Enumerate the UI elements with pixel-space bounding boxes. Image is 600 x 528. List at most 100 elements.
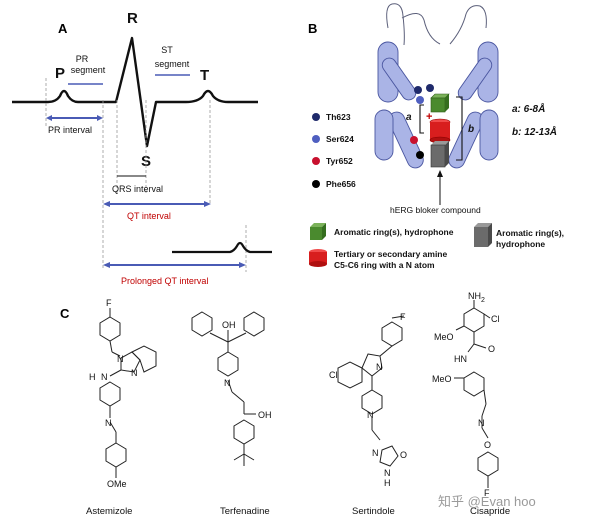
terfenadine-OH2: OH	[258, 410, 272, 420]
st-segment-line2: segment	[155, 59, 190, 69]
legend-dot-tyr652	[312, 157, 320, 165]
cisapride-Cl: Cl	[491, 314, 500, 324]
qrs-interval-label: QRS interval	[112, 184, 163, 194]
cisapride-MeO1: MeO	[434, 332, 454, 342]
sertindole-H: H	[384, 478, 391, 488]
ecg-t-label: T	[200, 67, 209, 84]
distance-a: a: 6-8Å	[512, 102, 545, 115]
legend-phe656: Phe656	[326, 179, 356, 189]
bracket-b-label: b	[468, 124, 474, 135]
plus-sign: +	[426, 111, 432, 123]
sertindole-name: Sertindole	[352, 506, 395, 517]
astemizole-NH: N	[101, 372, 108, 382]
prolonged-arrowhead-right	[239, 262, 246, 268]
panel-c-label: C	[60, 306, 70, 321]
panel-a: A P R S T PR segment ST segment PR inter…	[12, 10, 272, 286]
shape-legend: Aromatic ring(s), hydrophone Aromatic ri…	[309, 223, 564, 270]
legend-red-cylinder	[309, 252, 327, 264]
ecg-p-label: P	[55, 65, 65, 82]
bracket-b	[456, 96, 463, 161]
sertindole-F: F	[400, 312, 406, 322]
pr-arrowhead-right	[97, 115, 103, 121]
legend-gray-cube	[474, 227, 488, 247]
astemizole-structure	[99, 308, 157, 478]
legend-dot-ser624	[312, 135, 320, 143]
panel-a-label: A	[58, 21, 68, 36]
legend-gray-text-2: hydrophone	[496, 239, 545, 249]
astemizole-name: Astemizole	[86, 506, 132, 517]
qt-interval-label: QT interval	[127, 211, 171, 221]
bracket-a-label: a	[406, 112, 412, 123]
loop-right	[449, 5, 487, 45]
compound-label: hERG bloker compound	[390, 205, 481, 215]
panel-b: B	[308, 3, 564, 270]
astemizole-N1: N	[117, 354, 124, 364]
legend-ser624: Ser624	[326, 134, 354, 144]
ecg-guides	[45, 78, 247, 272]
pr-segment-line1: PR	[76, 54, 89, 64]
pr-interval-label: PR interval	[48, 125, 92, 135]
dot-phe656	[416, 151, 424, 159]
residue-legend: Th623 Ser624 Tyr652 Phe656	[312, 112, 356, 189]
qt-arrowhead-left	[103, 201, 110, 207]
terfenadine-N: N	[224, 378, 231, 388]
astemizole-N3: N	[105, 418, 112, 428]
legend-gray-text-1: Aromatic ring(s),	[496, 228, 564, 238]
helices	[374, 41, 499, 169]
cisapride-MeO2: MeO	[432, 374, 452, 384]
green-cube	[430, 97, 446, 113]
prolonged-t-wave	[172, 241, 272, 254]
red-cylinder	[430, 122, 450, 140]
loop-left	[386, 3, 405, 46]
sertindole-O: O	[400, 450, 407, 460]
terfenadine-name: Terfenadine	[220, 506, 270, 517]
sertindole-N4: N	[384, 468, 391, 478]
pr-arrowhead-left	[46, 115, 52, 121]
astemizole-F: F	[106, 298, 112, 308]
gray-cube	[430, 144, 446, 168]
legend-th623: Th623	[326, 112, 351, 122]
pr-segment-line2: segment	[71, 65, 106, 75]
qt-arrowhead-right	[204, 201, 211, 207]
cisapride-HN: HN	[454, 354, 467, 364]
helix-7	[448, 111, 484, 169]
bracket-a	[419, 104, 424, 134]
ecg-trace	[12, 36, 258, 148]
astemizole-N2: N	[131, 368, 138, 378]
astemizole-H: H	[89, 372, 96, 382]
prolonged-arrowhead-left	[103, 262, 110, 268]
sertindole-Cl: Cl	[329, 370, 338, 380]
prolonged-qt-label: Prolonged QT interval	[121, 276, 208, 286]
dot-th623-2	[426, 84, 434, 92]
sertindole-N1: N	[376, 362, 383, 372]
sertindole-N3: N	[372, 448, 379, 458]
cisapride-NH2: NH2	[468, 291, 485, 304]
helix-2	[381, 57, 417, 101]
compound-arrowhead	[437, 170, 443, 177]
sertindole-N2: N	[367, 410, 374, 420]
helix-4	[374, 109, 394, 161]
cisapride-F: F	[484, 488, 490, 498]
legend-dot-th623	[312, 113, 320, 121]
helix-6	[457, 57, 493, 101]
legend-green-cube	[310, 227, 322, 240]
panel-c: C F N N H N N OMe Astemizole	[60, 291, 536, 517]
legend-tyr652: Tyr652	[326, 156, 353, 166]
compound-blocks	[429, 93, 451, 168]
loop-left-2	[401, 13, 441, 45]
cisapride-N: N	[478, 418, 485, 428]
cisapride-name: Cisapride	[470, 506, 510, 517]
legend-green-text: Aromatic ring(s), hydrophone	[334, 227, 454, 237]
legend-dot-phe656	[312, 180, 320, 188]
distance-b: b: 12-13Å	[512, 125, 557, 138]
ecg-r-label: R	[127, 10, 138, 27]
legend-red-text-2: C5-C6 ring with a N atom	[334, 260, 435, 270]
st-segment-line1: ST	[161, 45, 173, 55]
astemizole-OMe: OMe	[107, 479, 127, 489]
cisapride-O2: O	[484, 440, 491, 450]
legend-red-text-1: Tertiary or secondary amine	[334, 249, 447, 259]
cisapride-O1: O	[488, 344, 495, 354]
dot-tyr652	[410, 136, 418, 144]
dot-ser624	[416, 96, 424, 104]
